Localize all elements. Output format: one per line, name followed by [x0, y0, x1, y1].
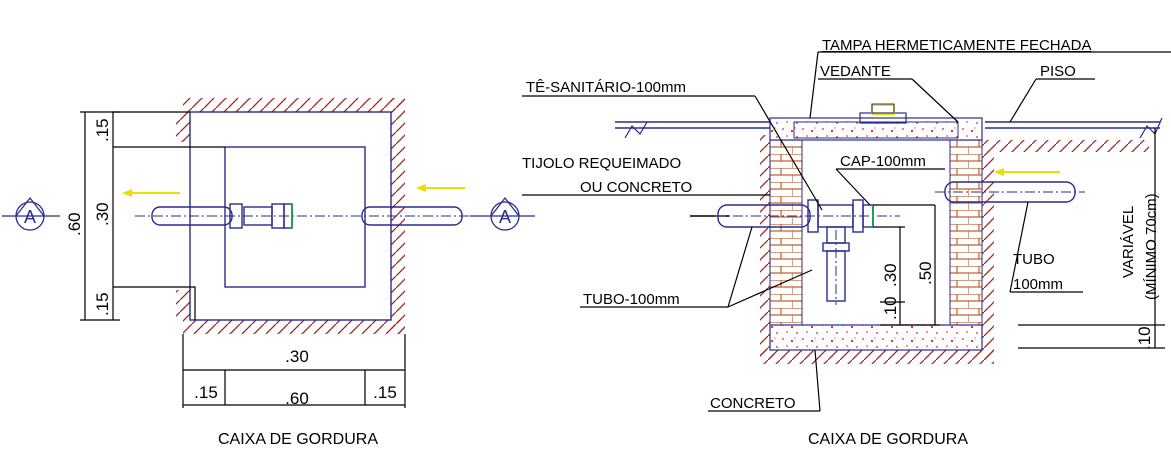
label-tijolo-1: TIJOLO REQUEIMADO: [522, 155, 681, 172]
plan-outlet-pipe: [151, 203, 293, 229]
label-piso: PISO: [1040, 63, 1076, 80]
label-cap: CAP-100mm: [840, 153, 926, 170]
plan-dims-left-text: .15: [194, 383, 218, 402]
plan-inner-box: [224, 146, 366, 288]
plan-dims-right-text: .15: [373, 383, 397, 402]
brick-wall-right: [949, 139, 983, 326]
section-labels-variavel-2-text: (MÍNIMO 70cm): [1143, 193, 1160, 300]
plan-flow-arrows: [122, 184, 465, 197]
section-dims-d50-text: .50: [916, 261, 935, 285]
label-tijolo-2: OU CONCRETO: [580, 179, 692, 196]
plan-horizontal-dimensions: .30 .15 .60 .15: [182, 334, 406, 408]
plan-wall-hatch: [176, 98, 405, 334]
section-outlet-pipe: [690, 199, 900, 305]
section-dims-d10-inner-text: .10: [881, 296, 900, 320]
section-marker-right: A: [470, 196, 535, 231]
plan-view: A A .60 .15 .30 .15 .30 .15: [2, 98, 535, 448]
section-dims-d30-text: .30: [881, 263, 900, 287]
label-concreto: CONCRETO: [710, 395, 796, 412]
section-inner-dimensions: .30 .50 .10: [873, 204, 940, 326]
label-tubo-right-2: 100mm: [1013, 276, 1063, 293]
bottom-slab: [769, 324, 983, 351]
plan-dims-middle-text: .30: [93, 202, 112, 226]
plan-dims-top-text: .15: [93, 118, 112, 142]
section-labels: TAMPA HERMETICAMENTE FECHADA VEDANTE PIS…: [522, 37, 1171, 412]
plan-inlet-pipe: [361, 206, 463, 226]
plan-section-marker-text: A: [499, 207, 511, 227]
plan-title: CAIXA DE GORDURA: [218, 431, 378, 448]
brick-wall-left: [769, 139, 803, 326]
lid-slab: [769, 117, 983, 141]
section-title: CAIXA DE GORDURA: [808, 431, 968, 448]
plan-dims-total-width-text: .60: [285, 389, 309, 408]
lid-handle: [859, 103, 907, 124]
plan-section-marker-text: A: [24, 207, 36, 227]
section-marker-left: A: [2, 196, 60, 231]
section-labels-variavel-1-text: VARIÁVEL: [1120, 206, 1137, 278]
plan-dims-bottom-text: .15: [93, 292, 112, 316]
label-tubo-right-1: TUBO: [1013, 251, 1055, 268]
plan-dims-total-height-text: .60: [65, 212, 84, 236]
label-vedante: VEDANTE: [820, 63, 891, 80]
label-tubo-left: TUBO-100mm: [583, 291, 680, 308]
section-inlet-pipe: [935, 168, 1085, 203]
label-tampa: TAMPA HERMETICAMENTE FECHADA: [822, 37, 1091, 54]
label-te: TÊ-SANITÁRIO-100mm: [526, 79, 686, 96]
section-dims-d10-outer-text: .10: [1135, 326, 1154, 350]
section-outer-dimensions: .10 VARIÁVEL (MÍNIMO 70cm): [1018, 128, 1165, 350]
plan-vertical-dimensions: .60 .15 .30 .15: [65, 111, 120, 321]
section-view: .30 .50 .10 .10 VARIÁVEL (MÍNIMO 70cm) T…: [522, 37, 1171, 448]
plan-dims-inner-width-text: .30: [285, 347, 309, 366]
